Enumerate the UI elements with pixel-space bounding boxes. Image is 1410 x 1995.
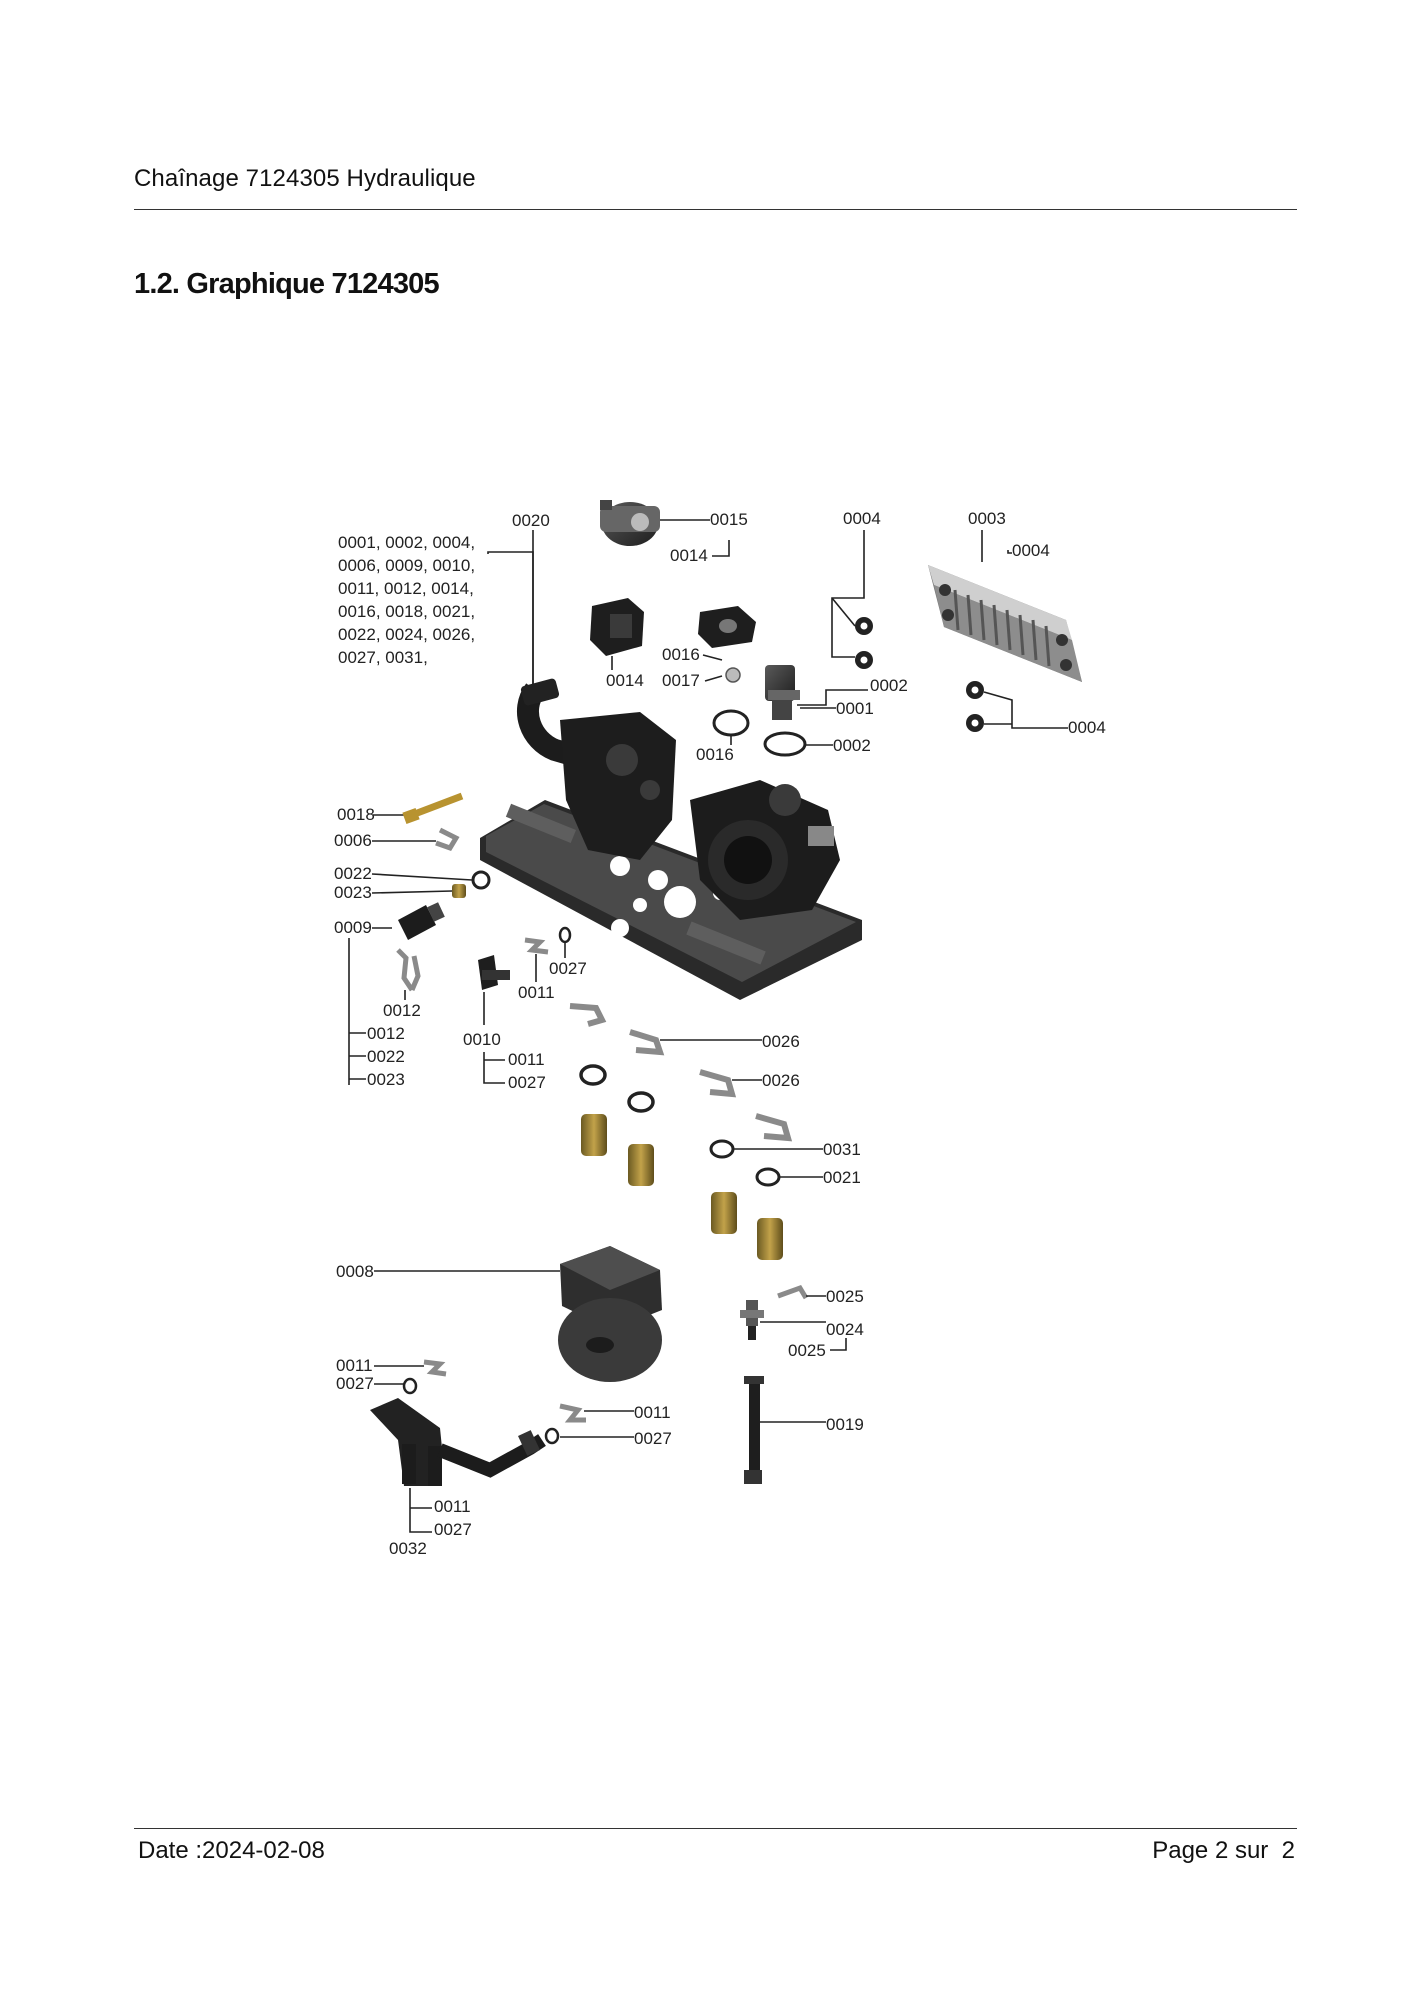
part-label: 0009 — [334, 918, 372, 937]
group-list-line: 0027, 0031, — [338, 648, 428, 667]
leader-line — [409, 1488, 432, 1533]
part-label: 0026 — [762, 1071, 800, 1090]
part-0024-image — [740, 1300, 764, 1340]
brass-fittings — [581, 1114, 783, 1260]
leader-line — [831, 530, 865, 658]
part-label: 0011 — [434, 1497, 471, 1516]
part-label: 0027 — [508, 1073, 546, 1092]
leader-line — [1007, 550, 1012, 554]
part-label: 0004 — [1012, 541, 1050, 560]
leader-line — [371, 873, 473, 881]
group-part-list: 0001, 0002, 0004, 0006, 0009, 0010, 0011… — [338, 533, 475, 667]
group-list-line: 0001, 0002, 0004, — [338, 533, 475, 552]
part-0015-image — [600, 500, 660, 546]
part-label: 0019 — [826, 1415, 864, 1434]
part-label: 0027 — [336, 1374, 374, 1393]
hydraulic-block-assembly — [480, 678, 862, 1000]
leader-line — [712, 540, 730, 557]
part-0018-image — [402, 792, 464, 825]
part-label: 0022 — [334, 864, 372, 883]
part-0010-image — [478, 955, 510, 990]
part-0019-image — [744, 1376, 764, 1484]
page-label: Page 2 sur — [1152, 1837, 1269, 1864]
leader-line — [830, 1338, 847, 1351]
group-list-line: 0011, 0012, 0014, — [338, 579, 474, 598]
page-footer: Date :2024-02-08 Page 2 sur 2 — [134, 1828, 1297, 1889]
page-total: 2 — [1281, 1837, 1295, 1864]
part-label: 0025 — [788, 1341, 826, 1360]
part-0016-image — [698, 606, 756, 648]
part-label: 0025 — [826, 1287, 864, 1306]
part-label: 0031 — [823, 1140, 861, 1159]
part-label: 0002 — [833, 736, 871, 755]
part-label: 0004 — [1068, 718, 1106, 737]
leader-line — [487, 551, 534, 690]
leader-line — [983, 691, 1068, 729]
footer-date: Date :2024-02-08 — [138, 1837, 325, 1864]
part-label: 0008 — [336, 1262, 374, 1281]
part-0014-image — [590, 598, 644, 656]
leader-line — [797, 689, 868, 706]
part-label: 0011 — [508, 1050, 545, 1069]
part-label: 0023 — [334, 883, 372, 902]
part-label: 0010 — [463, 1030, 501, 1049]
part-label: 0027 — [434, 1520, 472, 1539]
part-label: 0011 — [518, 983, 555, 1002]
footer-page-number: Page 2 sur 2 — [1152, 1837, 1295, 1865]
part-0003-image — [928, 565, 1082, 682]
part-0008-image — [558, 1246, 662, 1382]
part-label: 0012 — [383, 1001, 421, 1020]
part-label: 0014 — [606, 671, 644, 690]
part-0001-image — [765, 665, 800, 720]
leader-line — [371, 890, 453, 894]
part-0009-image — [398, 902, 445, 940]
page-header: Chaînage 7124305 Hydraulique — [134, 163, 1297, 210]
leader-line — [702, 654, 723, 661]
section-title: 1.2. Graphique 7124305 — [134, 268, 440, 300]
part-label: 0011 — [336, 1356, 373, 1375]
part-label: 0017 — [662, 671, 700, 690]
part-0032-image — [370, 1398, 546, 1486]
document-title: Chaînage 7124305 Hydraulique — [134, 165, 476, 192]
part-label: 0003 — [968, 509, 1006, 528]
group-list-line: 0006, 0009, 0010, — [338, 556, 475, 575]
part-label: 0023 — [367, 1070, 405, 1089]
part-label: 0012 — [367, 1024, 405, 1043]
part-label: 0027 — [549, 959, 587, 978]
group-list-line: 0016, 0018, 0021, — [338, 602, 475, 621]
part-label: 0027 — [634, 1429, 672, 1448]
part-label: 0016 — [662, 645, 700, 664]
leader-line — [483, 1052, 505, 1084]
part-label: 0002 — [870, 676, 908, 695]
part-label: 0021 — [823, 1168, 861, 1187]
part-label: 0014 — [670, 546, 708, 565]
part-label: 0024 — [826, 1320, 864, 1339]
leader-line — [704, 675, 723, 682]
part-label: 0020 — [512, 511, 550, 530]
part-label: 0004 — [843, 509, 881, 528]
part-label: 0001 — [836, 699, 874, 718]
part-label: 0018 — [337, 805, 375, 824]
part-label: 0011 — [634, 1403, 671, 1422]
part-label: 0016 — [696, 745, 734, 764]
group-list-line: 0022, 0024, 0026, — [338, 625, 475, 644]
leader-line — [831, 597, 856, 627]
part-label: 0032 — [389, 1539, 427, 1558]
part-label: 0022 — [367, 1047, 405, 1066]
part-label: 0026 — [762, 1032, 800, 1051]
part-label: 0006 — [334, 831, 372, 850]
part-label: 0015 — [710, 510, 748, 529]
